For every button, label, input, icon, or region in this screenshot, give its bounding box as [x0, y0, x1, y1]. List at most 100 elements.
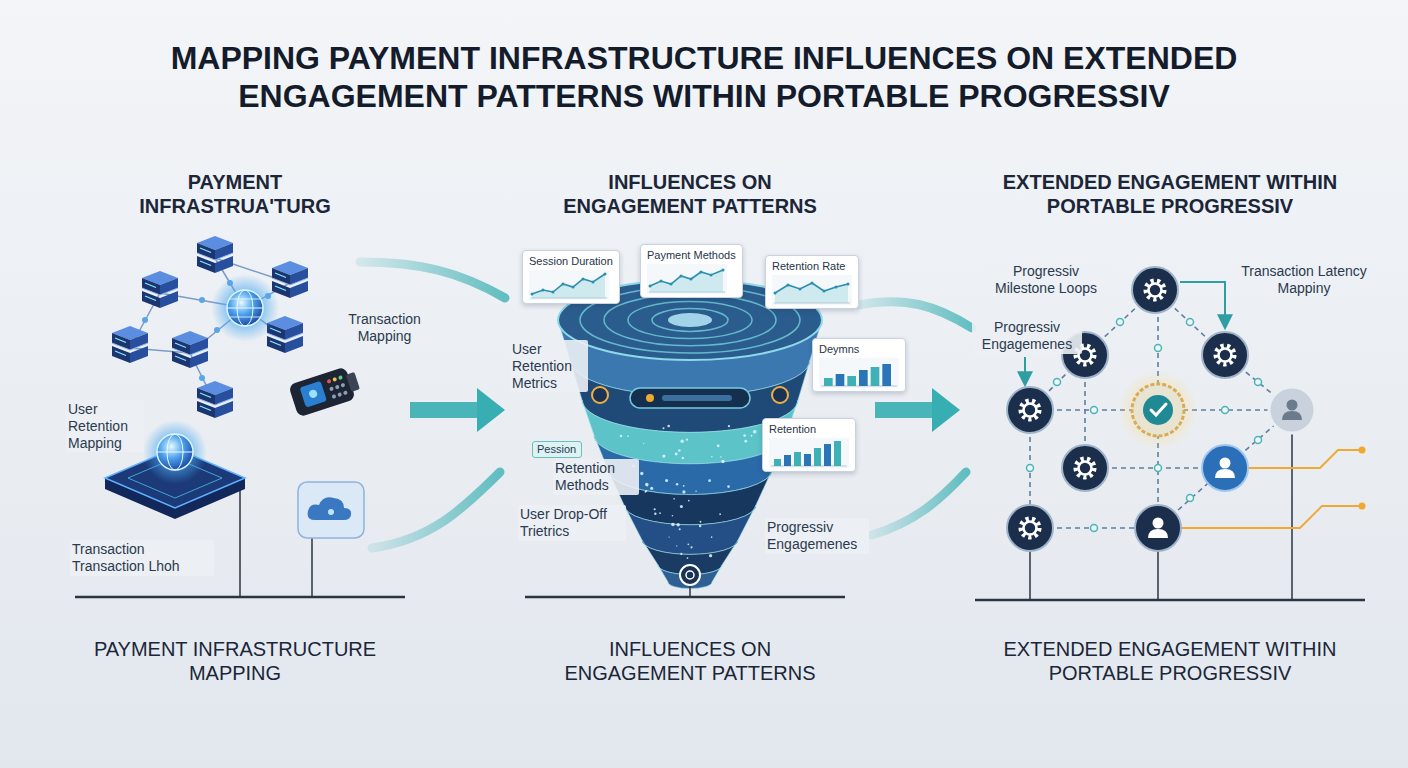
mini-chart: [552, 291, 555, 294]
engagement-network: [1024, 357, 1026, 384]
mini-chart: [647, 264, 727, 294]
pos-terminal: [343, 390, 348, 395]
annotation-label: Progressiv Milestone Loops: [985, 262, 1107, 298]
engagement-funnel: [652, 309, 728, 332]
engagement-funnel: [668, 313, 712, 327]
globe-platform: [157, 452, 193, 453]
engagement-funnel: [711, 456, 713, 458]
mini-chart: [834, 441, 841, 466]
mini-chart: [649, 285, 652, 288]
mini-chart: [871, 367, 880, 386]
mini-chart: [823, 290, 826, 293]
engagement-funnel: [679, 528, 681, 530]
pos-terminal: [332, 377, 337, 382]
server-network: [197, 381, 233, 418]
engagement-funnel: [753, 430, 757, 434]
mini-chart: [769, 438, 849, 468]
engagement-funnel: [643, 443, 644, 444]
mini-chart: [784, 455, 791, 466]
engagement-funnel: [645, 490, 647, 492]
engagement-funnel: [630, 388, 750, 408]
mini-chart: [859, 370, 868, 386]
engagement-network: [1007, 267, 1248, 551]
engagement-funnel: [673, 498, 675, 500]
engagement-network: [1291, 432, 1293, 600]
engagement-funnel: [682, 457, 684, 459]
annotation-label: Progressiv Engagemenes: [765, 518, 869, 554]
pos-terminal: [338, 375, 343, 380]
engagement-funnel: [645, 483, 649, 487]
mini-chart: [824, 444, 831, 466]
pos-terminal: [332, 377, 337, 382]
mini-chart: [700, 271, 703, 274]
card-title: Retention: [769, 423, 849, 436]
server-network: [227, 308, 263, 309]
engagement-network: [1282, 400, 1302, 421]
mini-chart: [787, 284, 790, 287]
pos-terminal: [288, 367, 356, 418]
flow-swoosh: [360, 262, 972, 548]
mini-chart: [562, 283, 565, 286]
mini-chart: [847, 283, 850, 286]
server-network: [199, 375, 205, 381]
cloud-device: [298, 482, 364, 538]
mini-chart: [775, 283, 848, 293]
pos-terminal: [327, 379, 332, 384]
pos-terminal: [327, 379, 332, 384]
base-line: [525, 596, 845, 599]
server-network: [130, 258, 290, 403]
engagement-network: [1151, 404, 1166, 415]
annotation-label: User Retention Metrics: [510, 340, 588, 392]
engagement-funnel: [604, 294, 776, 346]
chart-card: Retention: [762, 418, 856, 472]
engagement-funnel: [680, 553, 682, 555]
engagement-funnel: [686, 439, 688, 441]
engagement-funnel: [687, 543, 689, 545]
engagement-network: [1181, 506, 1360, 528]
engagement-funnel: [683, 485, 685, 487]
mini-chart: [836, 374, 845, 386]
server-network: [112, 326, 148, 363]
globe-platform: [143, 420, 207, 484]
flow-swoosh: [372, 472, 500, 548]
engagement-funnel: [680, 440, 683, 443]
server-network: [211, 274, 279, 342]
engagement-network: [1007, 267, 1366, 600]
mini-chart: [774, 292, 777, 295]
mini-chart: [847, 376, 856, 386]
engagement-network: [1359, 503, 1366, 510]
server-network: [230, 299, 260, 300]
engagement-funnel: [659, 512, 661, 514]
annotation-label: Transaction Latency Mappiny: [1238, 262, 1370, 298]
engagement-funnel: [680, 565, 700, 585]
mini-chart: [824, 378, 833, 386]
engagement-network: [1029, 550, 1031, 600]
pos-terminal: [308, 389, 318, 399]
mini-chart: [582, 278, 585, 281]
cloud-device: [328, 509, 334, 515]
engagement-funnel: [695, 490, 696, 491]
engagement-funnel: [675, 453, 678, 456]
engagement-network: [1146, 281, 1164, 299]
mini-chart: [804, 454, 811, 466]
engagement-funnel: [727, 485, 730, 488]
engagement-network: [1030, 432, 1292, 600]
engagement-funnel: [627, 435, 629, 437]
mini-chart: [670, 283, 673, 286]
engagement-funnel: [721, 460, 724, 463]
engagement-network: [1287, 400, 1298, 411]
pos-terminal: [340, 383, 345, 388]
column-panel: EXTENDED ENGAGEMENT WITHIN PORTABLE PROG…: [960, 170, 1380, 685]
engagement-funnel: [671, 523, 674, 526]
flow-swoosh: [858, 302, 972, 328]
engagement-network: [1157, 550, 1159, 600]
engagement-funnel: [688, 500, 690, 502]
engagement-funnel: [665, 479, 668, 482]
engagement-network: [1021, 401, 1039, 419]
column-heading: INFLUENCES ON ENGAGEMENT PATTERNS: [555, 170, 825, 218]
base-line: [75, 596, 405, 599]
engagement-network: [1148, 518, 1168, 539]
flow-swoosh: [360, 262, 505, 298]
pos-terminal: [331, 394, 336, 399]
